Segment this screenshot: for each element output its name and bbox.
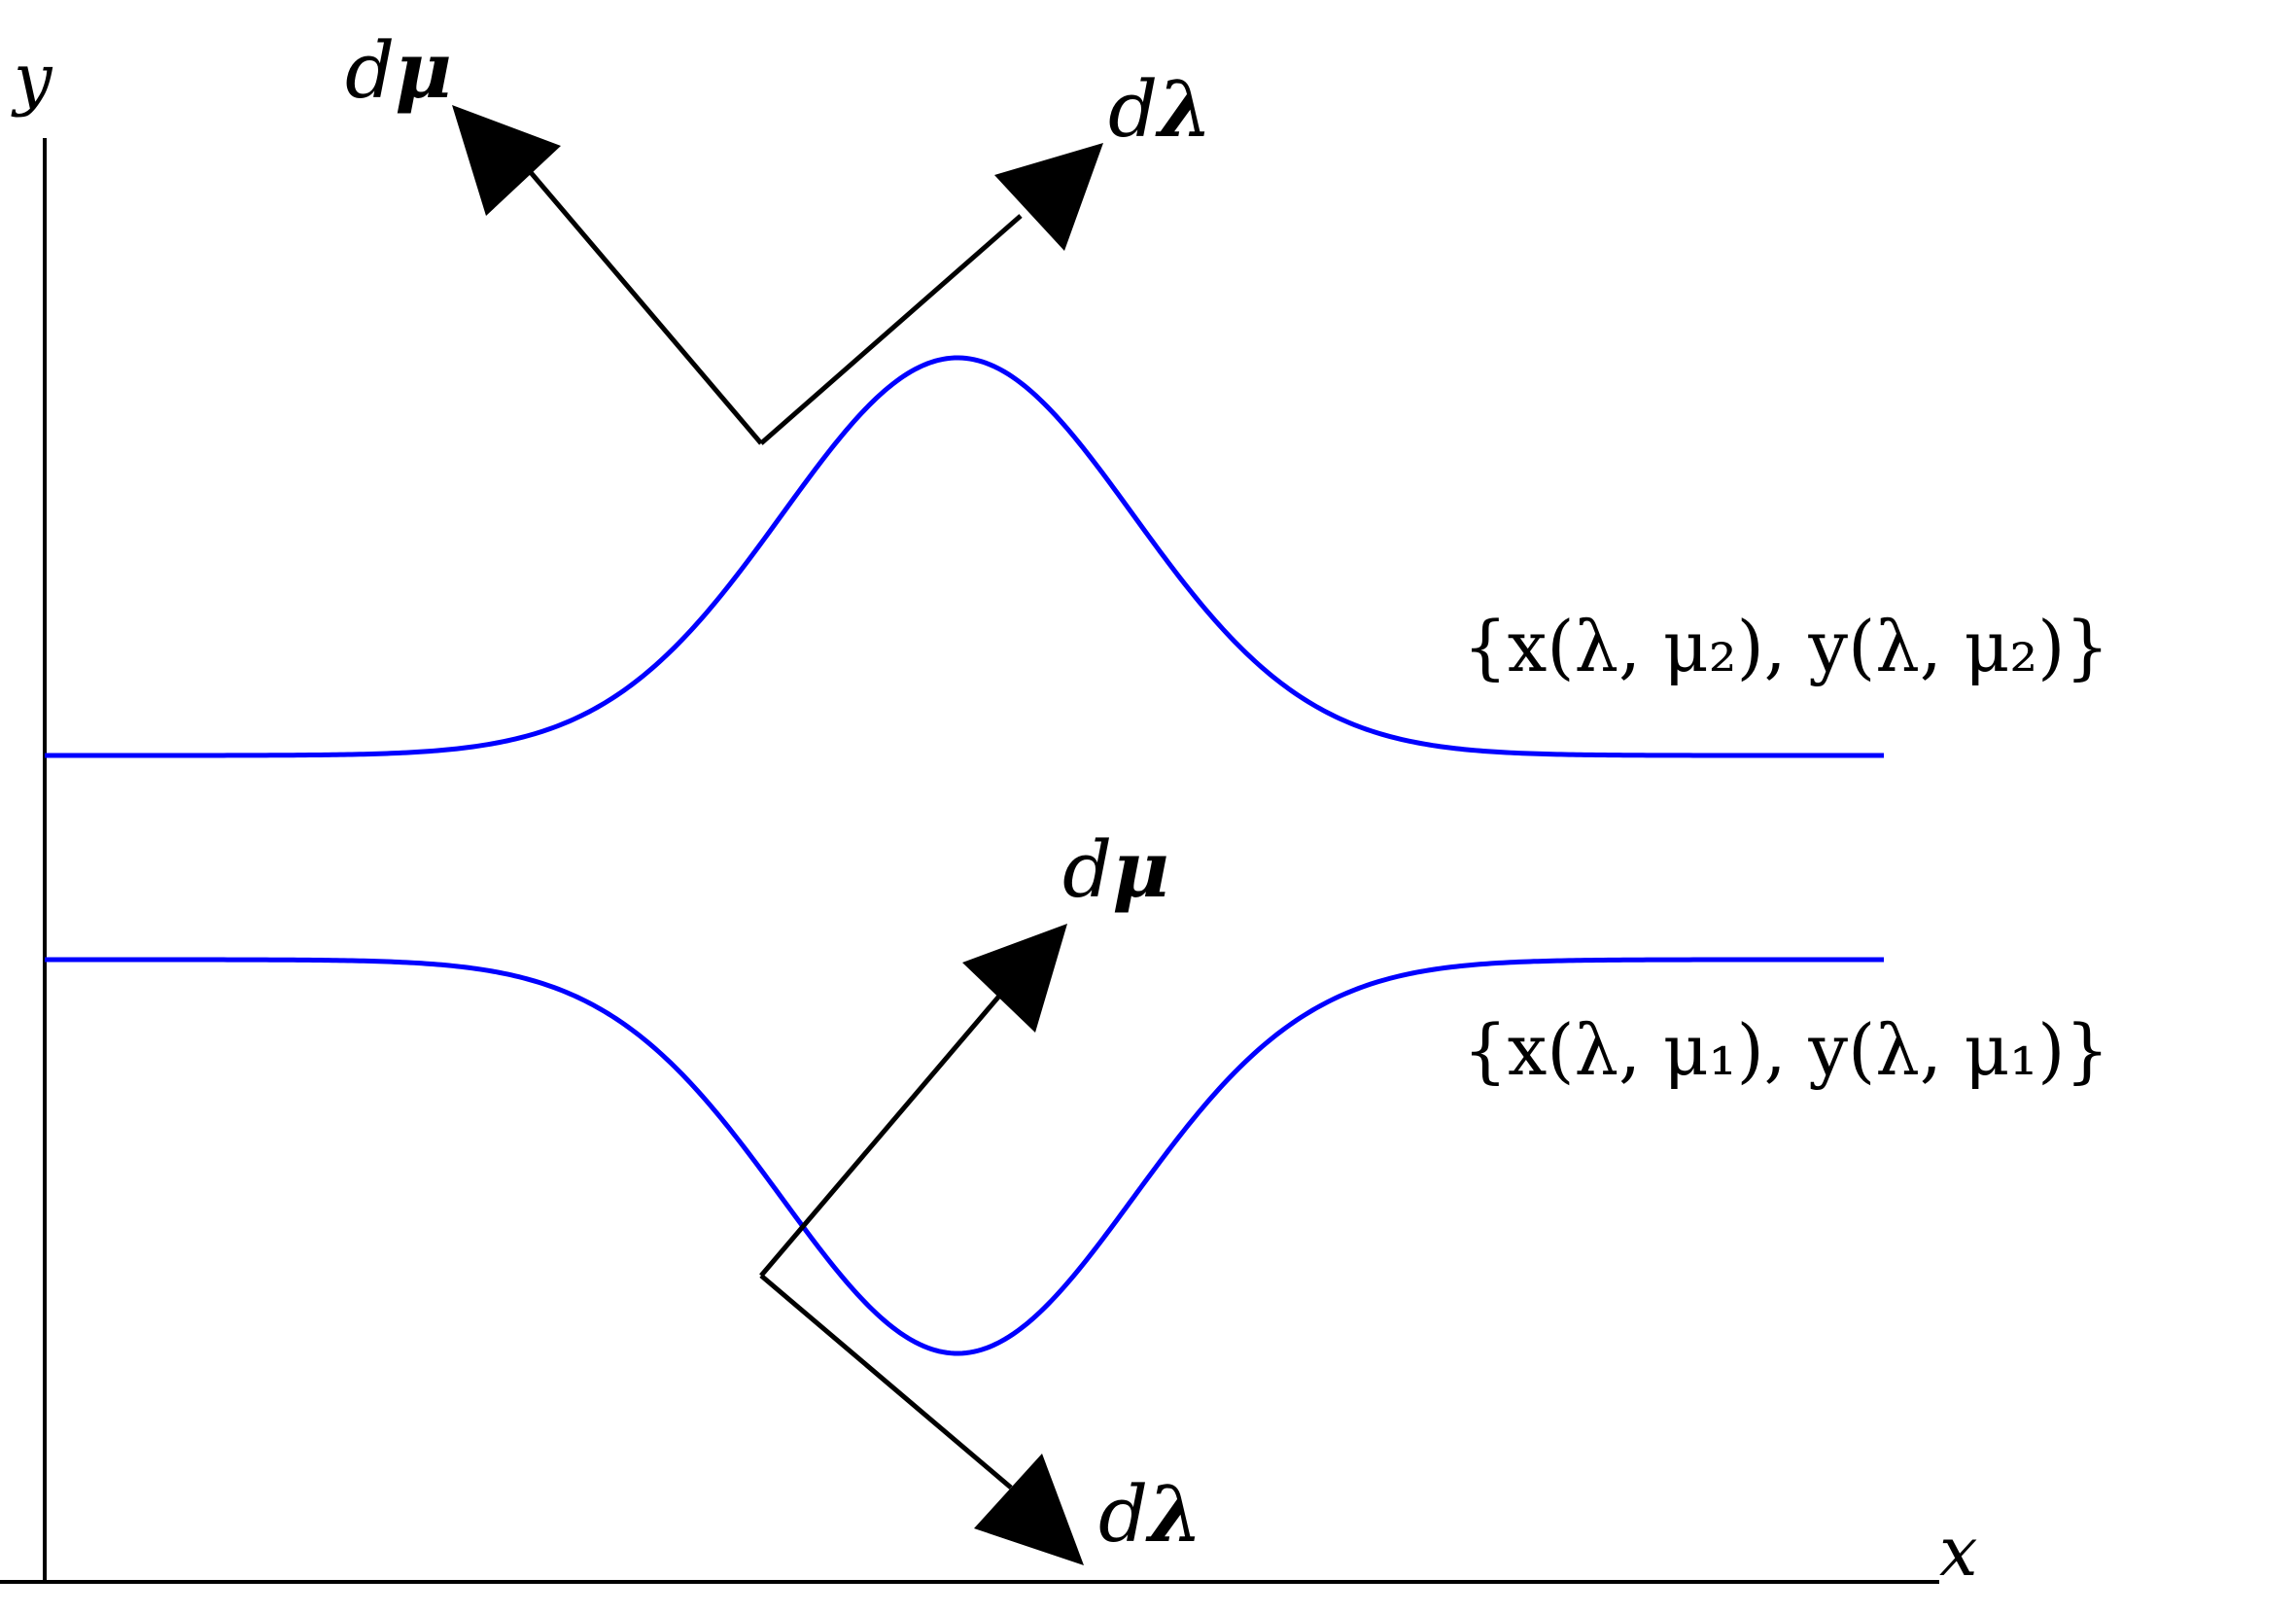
upper-dlambda-vector: [759, 214, 1023, 445]
upper-dmu-arrowhead: [452, 105, 561, 216]
lower-dmu-arrowhead: [962, 924, 1067, 1033]
lower-dlambda-label: dλ: [1098, 1468, 1202, 1560]
lower-dlambda-arrowhead: [974, 1454, 1084, 1565]
upper-dlambda-label: dλ: [1108, 63, 1212, 155]
lower-curve: [45, 957, 1884, 1356]
upper-dmu-label: dμ: [345, 24, 452, 116]
x-axis-label: x: [1939, 1512, 1977, 1592]
upper-dmu-vector: [521, 161, 763, 445]
lower-dmu-label: dμ: [1062, 824, 1169, 915]
upper-dlambda-arrowhead: [994, 143, 1103, 251]
y-axis-label: y: [11, 39, 53, 119]
lower-dmu-vector: [759, 992, 1003, 1278]
lower-dlambda-vector: [759, 1274, 1013, 1490]
lower-curve-label: {x(λ, μ₁), y(λ, μ₁)}: [1463, 1009, 2109, 1091]
upper-curve: [45, 355, 1884, 758]
upper-curve-label: {x(λ, μ₂), y(λ, μ₂)}: [1463, 606, 2109, 687]
